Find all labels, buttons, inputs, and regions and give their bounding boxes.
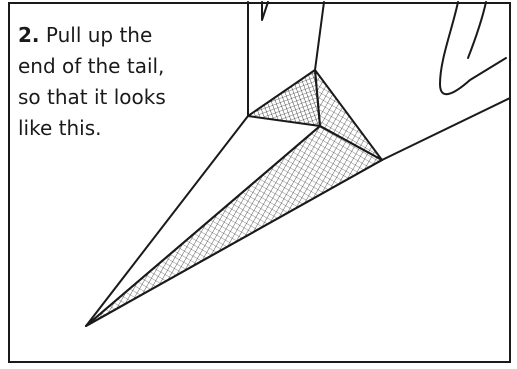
- wing-shading: [86, 126, 382, 326]
- fold-shading-upper: [248, 70, 320, 126]
- raised-tail-flap: [382, 2, 510, 160]
